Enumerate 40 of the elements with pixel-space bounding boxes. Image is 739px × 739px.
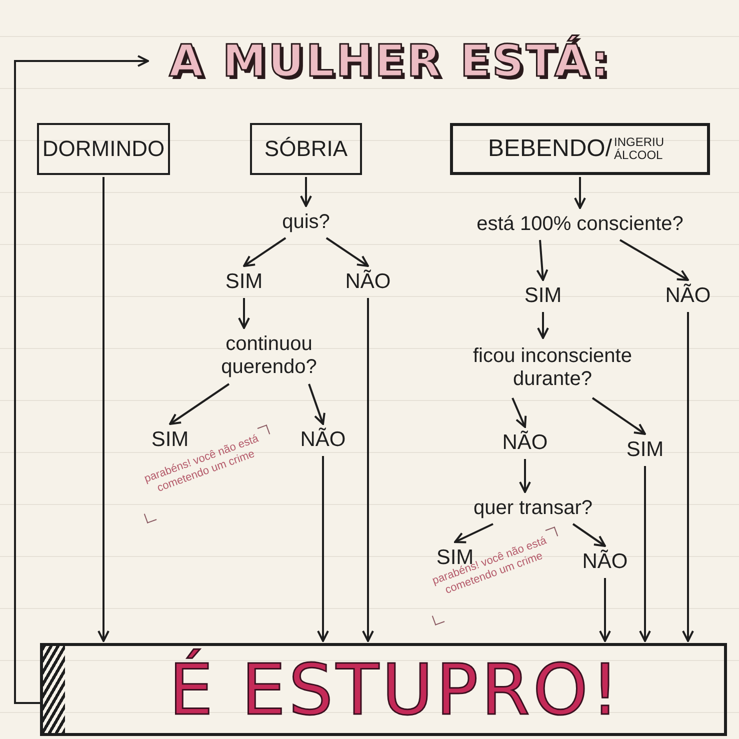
arrow	[454, 523, 494, 544]
arrow	[362, 298, 374, 642]
arrow	[243, 237, 286, 267]
question-text: continuou querendo?	[192, 330, 346, 382]
arrow	[592, 397, 646, 435]
arrow	[639, 466, 651, 642]
answer-label: NÃO	[341, 268, 395, 296]
answer-label: SIM	[222, 268, 266, 296]
arrow	[98, 177, 110, 642]
answer-label: SIM	[520, 282, 566, 310]
state-box: DORMINDO	[37, 123, 170, 175]
answer-label: NÃO	[661, 282, 715, 310]
question-text: quis?	[272, 208, 340, 236]
arrow	[326, 237, 369, 267]
answer-label: NÃO	[578, 548, 632, 576]
arrow	[238, 298, 250, 329]
arrow	[300, 177, 312, 207]
arrow	[620, 239, 689, 281]
arrow	[317, 456, 329, 642]
answer-label: SIM	[148, 426, 192, 454]
question-text: ficou inconsciente durante?	[440, 340, 665, 396]
arrow	[537, 312, 549, 339]
arrow	[512, 398, 527, 428]
answer-label: SIM	[622, 436, 668, 464]
arrow	[574, 177, 586, 209]
question-text: quer transar?	[448, 494, 618, 522]
arrow	[308, 384, 326, 425]
arrow	[572, 523, 606, 547]
arrow	[519, 459, 531, 493]
answer-label: NÃO	[498, 429, 552, 457]
arrow	[536, 240, 548, 281]
question-text: está 100% consciente?	[440, 210, 720, 238]
arrow	[682, 312, 694, 642]
arrow	[14, 55, 149, 704]
heading-text: A MULHER ESTÁ:	[150, 35, 630, 87]
state-box: SÓBRIA	[250, 123, 362, 175]
result-box: É ESTUPRO!	[40, 643, 727, 736]
arrow	[169, 383, 230, 425]
arrow	[599, 578, 611, 642]
answer-label: NÃO	[296, 426, 350, 454]
